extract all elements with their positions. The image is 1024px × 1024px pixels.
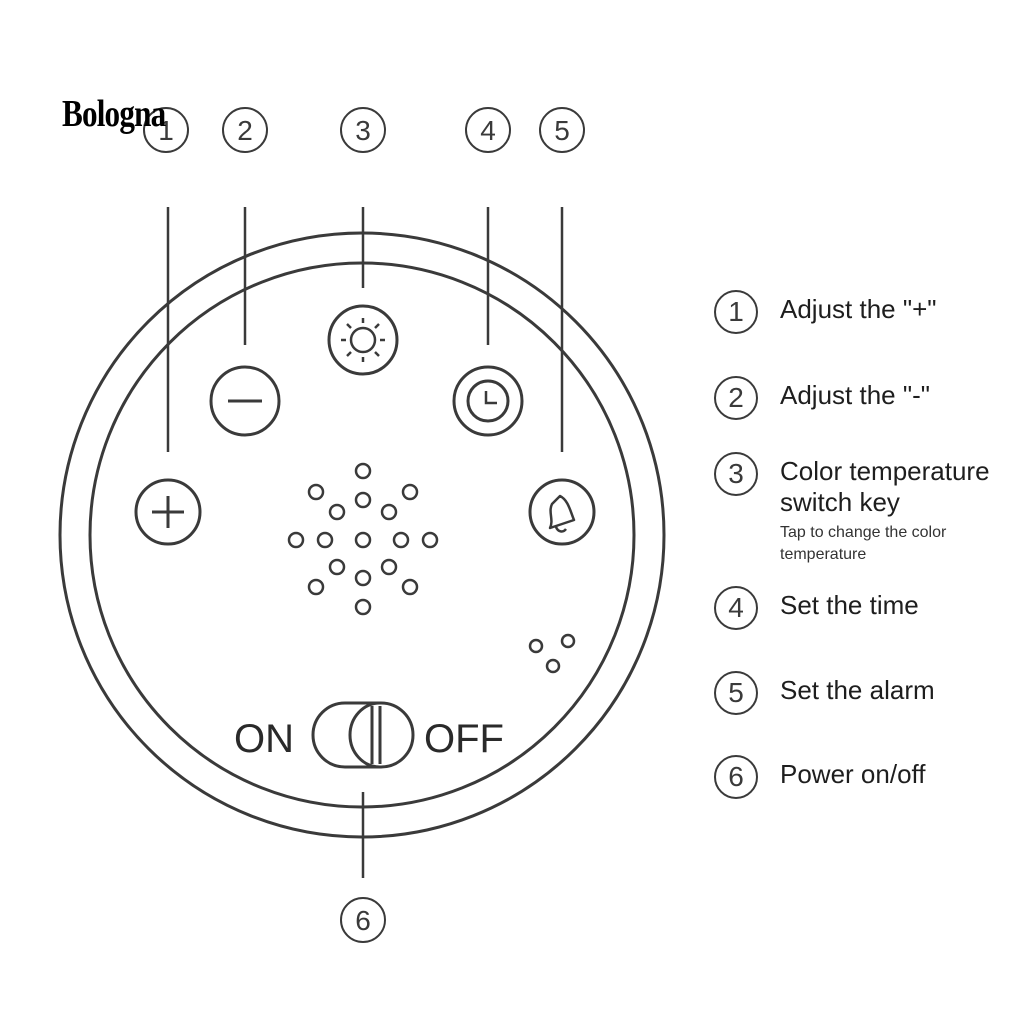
alarm-button[interactable]: [528, 478, 596, 546]
callout-circle-3: [340, 107, 386, 153]
legend-number: 2: [714, 376, 758, 420]
legend-number: 4: [714, 586, 758, 630]
color-temperature-button[interactable]: [327, 304, 399, 376]
legend-number: 5: [714, 671, 758, 715]
plus-button[interactable]: [134, 478, 202, 546]
callout-number-4: 4: [480, 115, 496, 146]
callout-circle-6: [340, 897, 386, 943]
speaker-grille: [287, 462, 439, 616]
legend-text: Adjust the "+": [780, 294, 937, 324]
legend-number: 1: [714, 290, 758, 334]
device-outer-ring: [58, 231, 666, 839]
legend-text: Power on/off: [780, 759, 926, 789]
microphone-holes: [528, 633, 576, 674]
legend-text-line2: switch key: [780, 487, 900, 517]
callout-number-3: 3: [355, 115, 371, 146]
legend-text: Set the time: [780, 590, 919, 620]
legend-number: 3: [714, 452, 758, 496]
callout-circle-5: [539, 107, 585, 153]
watermark-logo: Bologna: [62, 93, 166, 135]
callout-number-2: 2: [237, 115, 253, 146]
power-switch-icon: [311, 701, 415, 769]
callout-circle-4: [465, 107, 511, 153]
callout-number-5: 5: [554, 115, 570, 146]
callout-circle-2: [222, 107, 268, 153]
minus-button[interactable]: [209, 365, 281, 437]
power-switch[interactable]: [311, 701, 415, 769]
legend-text: Set the alarm: [780, 675, 935, 705]
switch-on-label: ON: [234, 717, 294, 761]
legend-number: 6: [714, 755, 758, 799]
legend-subtext-line1: Tap to change the color: [780, 524, 947, 541]
device-inner-ring: [88, 261, 636, 809]
legend-text: Adjust the "-": [780, 380, 930, 410]
legend-subtext-line2: temperature: [780, 546, 867, 563]
clock-icon: [466, 379, 510, 423]
sun-icon: [341, 318, 385, 362]
switch-off-label: OFF: [424, 717, 504, 761]
time-button[interactable]: [452, 365, 524, 437]
callout-number-1: 1: [158, 115, 174, 146]
legend-text-line1: Color temperature: [780, 456, 990, 486]
callout-circle-1: [143, 107, 189, 153]
callout-number-6: 6: [355, 905, 371, 936]
bell-icon: [548, 494, 576, 533]
